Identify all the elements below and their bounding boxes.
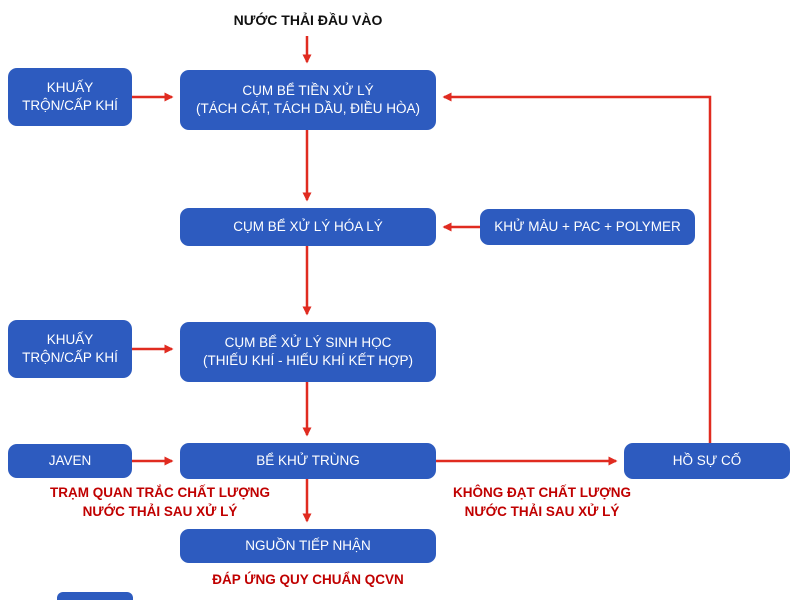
node-javen: JAVEN bbox=[8, 444, 132, 478]
diagram-title: NƯỚC THẢI ĐẦU VÀO bbox=[233, 12, 383, 28]
annotation-qcvn-standard: ĐÁP ỨNG QUY CHUẨN QCVN bbox=[212, 572, 404, 587]
node-receiving-source: NGUỒN TIẾP NHẬN bbox=[180, 529, 436, 563]
annotation-quality-fail: KHÔNG ĐẠT CHẤT LƯỢNG NƯỚC THẢI SAU XỬ LÝ bbox=[453, 485, 631, 519]
node-disinfection-tank: BỂ KHỬ TRÙNG bbox=[180, 443, 436, 479]
annotation-monitoring-station: TRẠM QUAN TRẮC CHẤT LƯỢNG NƯỚC THẢI SAU … bbox=[50, 485, 270, 519]
node-emergency-pond: HỒ SỰ CỐ bbox=[624, 443, 790, 479]
node-pretreatment-cluster: CỤM BỂ TIỀN XỬ LÝ (TÁCH CÁT, TÁCH DẦU, Đ… bbox=[180, 70, 436, 130]
node-physico-chemical-cluster: CỤM BỂ XỬ LÝ HÓA LÝ bbox=[180, 208, 436, 246]
node-mixing-aeration-1: KHUẤY TRỘN/CẤP KHÍ bbox=[8, 68, 132, 126]
node-mixing-aeration-2: KHUẤY TRỘN/CẤP KHÍ bbox=[8, 320, 132, 378]
partial-box-bottom-left bbox=[57, 592, 133, 600]
node-biological-cluster: CỤM BỂ XỬ LÝ SINH HỌC (THIẾU KHÍ - HIẾU … bbox=[180, 322, 436, 382]
node-decolor-pac-polymer: KHỬ MÀU + PAC + POLYMER bbox=[480, 209, 695, 245]
